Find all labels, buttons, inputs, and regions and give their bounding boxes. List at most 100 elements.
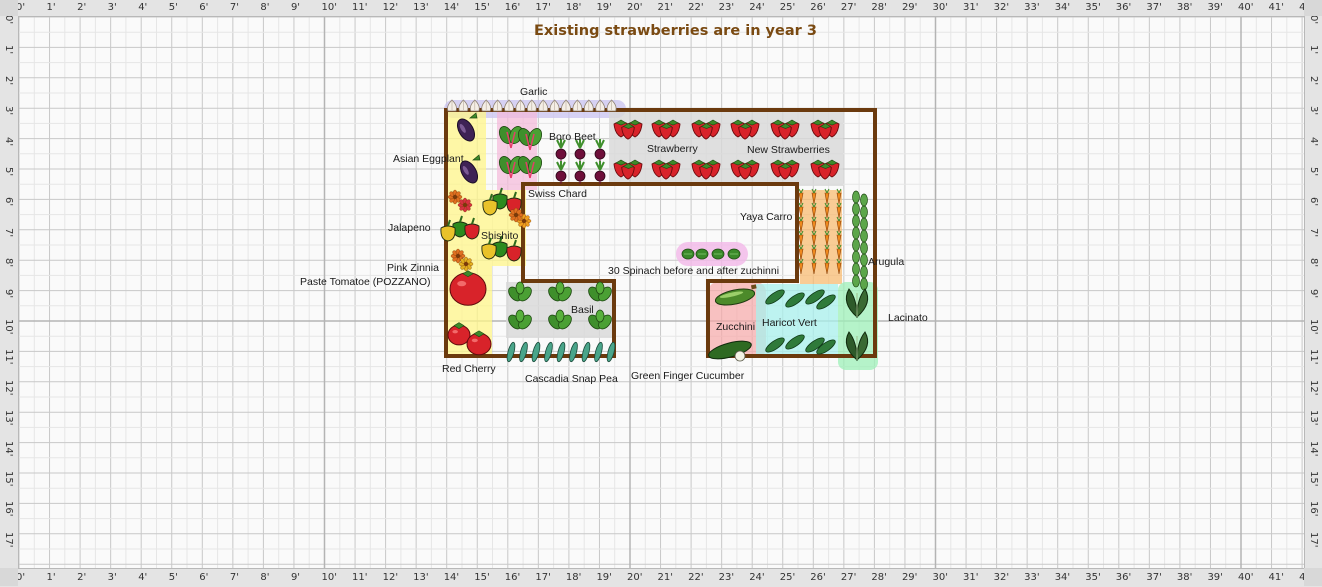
ruler-x-label: 14' [443, 2, 460, 13]
ruler-x-label: 19' [596, 572, 612, 583]
garlic-icon [515, 99, 526, 112]
carrot-icon [798, 258, 804, 275]
carrot-icon [836, 216, 842, 233]
plant-label-asian-eggplant[interactable]: Asian Eggplant [393, 153, 464, 165]
pea-icon [506, 341, 516, 363]
plant-label-basil[interactable]: Basil [571, 304, 594, 316]
plant-label-haricot-vert[interactable]: Haricot Vert [762, 317, 817, 329]
ruler-x-label: 39' [1207, 572, 1223, 583]
ruler-x-label: 5' [168, 572, 178, 583]
ruler-x-label: 26' [810, 2, 826, 13]
plant-label-garlic[interactable]: Garlic [520, 86, 548, 98]
garlic-icon [606, 99, 617, 112]
ruler-x-label: 23' [718, 572, 735, 583]
ruler-x-label: 7' [229, 2, 239, 13]
plant-label-swiss-chard[interactable]: Swiss Chard [528, 188, 587, 200]
plant-label-boro-beet[interactable]: Boro Beet [549, 131, 596, 143]
plant-label-yaya-carrot[interactable]: Yaya Carro [740, 211, 793, 223]
plant-label-cascadia-snap-pea[interactable]: Cascadia Snap Pea [525, 373, 618, 385]
basil-icon [508, 281, 532, 302]
pepper-icon [482, 193, 498, 216]
strawberry-icon [691, 119, 721, 140]
plant-label-new-strawberries[interactable]: New Strawberries [747, 144, 830, 156]
bean-icon [805, 289, 825, 305]
ruler-x-label: 35' [1085, 572, 1101, 583]
carrot-icon [824, 258, 830, 275]
ruler-x-label: 0' [16, 572, 26, 583]
ruler-x-label: 0' [16, 2, 26, 13]
ruler-x-label: 40' [1238, 2, 1254, 13]
ruler-x-label: 33' [1024, 572, 1040, 583]
ruler-x-label: 23' [718, 2, 735, 13]
carrot-icon [798, 244, 804, 261]
carrot-icon [824, 230, 830, 247]
plant-label-zucchini[interactable]: Zucchini [716, 321, 756, 333]
beet-icon [555, 139, 567, 162]
ruler-x-label: 30' [932, 572, 948, 583]
ruler-x-label: 18' [565, 572, 582, 583]
carrot-icon [811, 258, 817, 275]
ruler-x-label: 24' [749, 572, 765, 583]
garlic-icon [481, 99, 492, 112]
ruler-x-label: 27' [840, 2, 857, 13]
plant-label-green-finger-cucumber[interactable]: Green Finger Cucumber [631, 370, 745, 382]
eggplant-icon [456, 112, 478, 142]
ruler-bottom: 0'1'2'3'4'5'6'7'8'9'10'11'12'13'14'15'16… [0, 568, 1322, 587]
plant-label-paste-tomato[interactable]: Paste Tomatoe (POZZANO) [300, 276, 431, 288]
basil-icon [548, 309, 572, 330]
ruler-x-label: 4' [138, 572, 148, 583]
bean-icon [805, 337, 825, 353]
zinnia-icon [447, 189, 463, 205]
plant-label-jalapeno[interactable]: Jalapeno [388, 222, 431, 234]
ruler-x-label: 25' [779, 2, 796, 13]
plant-label-lacinato[interactable]: Lacinato [888, 312, 928, 324]
ruler-x-label: 33' [1024, 2, 1040, 13]
plant-label-arugula[interactable]: Arugula [868, 256, 905, 268]
plant-label-shishito[interactable]: Shishito [481, 230, 519, 242]
ruler-x-label: 1' [46, 2, 56, 13]
beet-icon [555, 161, 567, 184]
plant-label-spinach[interactable]: 30 Spinach before and after zuchinni [608, 265, 780, 277]
ruler-x-label: 28' [871, 572, 887, 583]
strawberry-icon [770, 119, 800, 140]
ruler-x-label: 3' [107, 2, 117, 13]
carrot-icon [836, 230, 842, 247]
carrot-icon [824, 188, 830, 205]
carrot-icon [798, 188, 804, 205]
beet-icon [574, 139, 586, 162]
ruler-x-label: 4' [138, 2, 148, 13]
carrot-icon [798, 216, 804, 233]
ruler-x-label: 19' [596, 2, 612, 13]
ruler-x-label: 31' [963, 572, 979, 583]
garlic-icon [538, 99, 549, 112]
plant-label-red-cherry[interactable]: Red Cherry [442, 363, 496, 375]
pepper-icon [440, 219, 456, 242]
zinnia-icon [458, 256, 474, 272]
ruler-x-label: 38' [1176, 2, 1193, 13]
carrot-icon [811, 216, 817, 233]
ruler-x-label: 10' [321, 2, 337, 13]
ruler-x-label: 37' [1146, 572, 1162, 583]
ruler-x-label: 35' [1085, 2, 1101, 13]
plant-label-strawberry[interactable]: Strawberry [647, 143, 698, 155]
strawberry-icon [770, 159, 800, 180]
ruler-x-label: 29' [901, 2, 918, 13]
strawberry-icon [613, 159, 643, 180]
ruler-corner [1304, 0, 1322, 16]
bean-icon [785, 334, 805, 350]
carrot-icon [811, 188, 817, 205]
plant-label-pink-zinnia[interactable]: Pink Zinnia [387, 262, 439, 274]
ruler-x-label: 16' [504, 2, 521, 13]
pea-icon [519, 341, 528, 363]
pepper-icon [481, 237, 497, 260]
ruler-x-label: 26' [810, 572, 826, 583]
strawberry-highlight [609, 112, 843, 186]
ruler-x-label: 12' [382, 2, 399, 13]
ruler-x-label: 21' [657, 2, 674, 13]
ruler-x-label: 39' [1207, 2, 1223, 13]
garlic-icon [583, 99, 594, 112]
garlic-icon [595, 99, 606, 112]
ruler-left: 0'1'2'3'4'5'6'7'8'9'10'11'12'13'14'15'16… [0, 16, 19, 568]
garlic-icon [458, 99, 469, 112]
